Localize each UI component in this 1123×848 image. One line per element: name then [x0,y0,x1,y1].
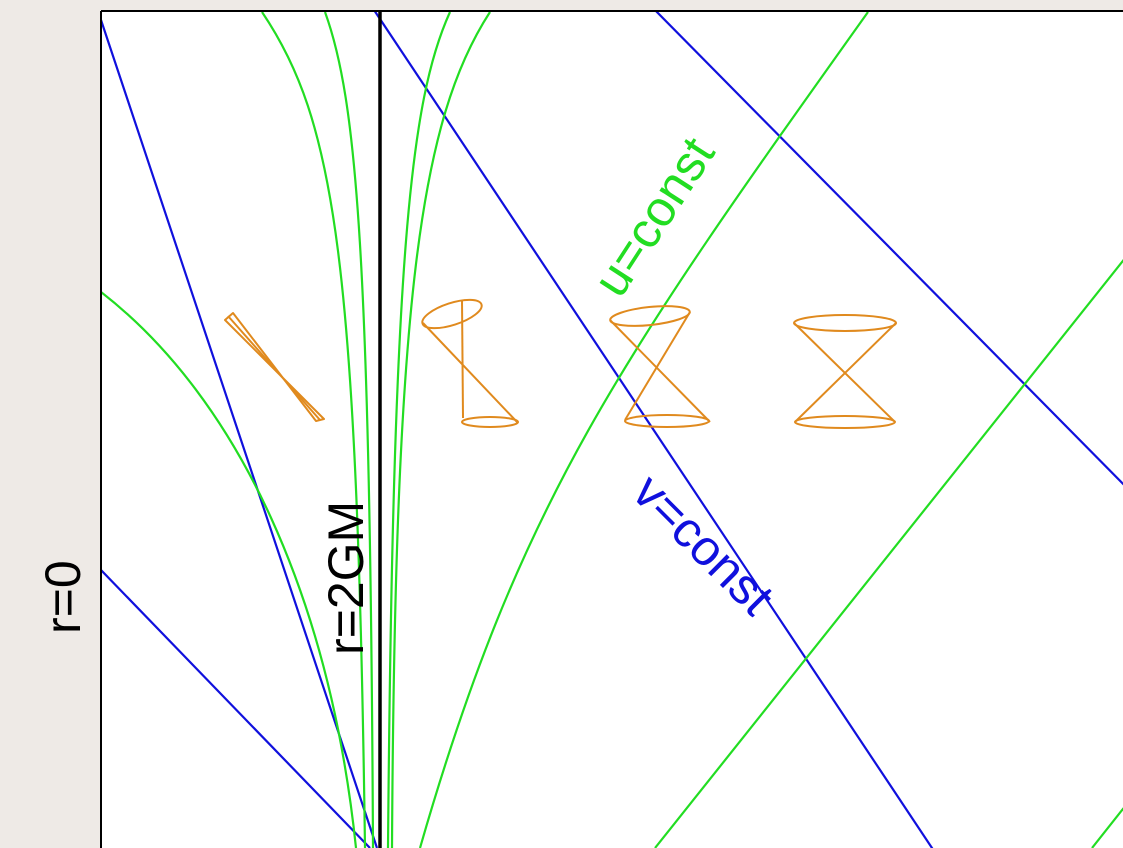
v-const-line [373,11,934,848]
light-cone-far [793,314,897,429]
v-const-lines [101,11,1123,848]
light-cone-near-horizon [421,298,519,428]
plot-area [101,11,1123,848]
u-const-curve-inside [261,11,367,848]
u-const-line [654,259,1123,848]
r0-label: r=0 [35,560,91,634]
light-cones [224,298,897,429]
v-const-line [101,569,371,848]
u-const-curve-inside [101,291,358,848]
horizon-label: r=2GM [318,501,374,655]
v-const-line [101,19,379,848]
u-const-line [1091,807,1123,848]
u-const-lines [101,11,1123,848]
v-const-line [654,11,1123,486]
u-const-curve-outside [418,11,869,848]
light-cone-inside [224,312,325,422]
u-const-curve-outside [386,11,452,848]
light-cone-mid [609,305,711,428]
u-const-curve-inside [323,11,375,848]
u-const-curve-outside [390,11,491,848]
